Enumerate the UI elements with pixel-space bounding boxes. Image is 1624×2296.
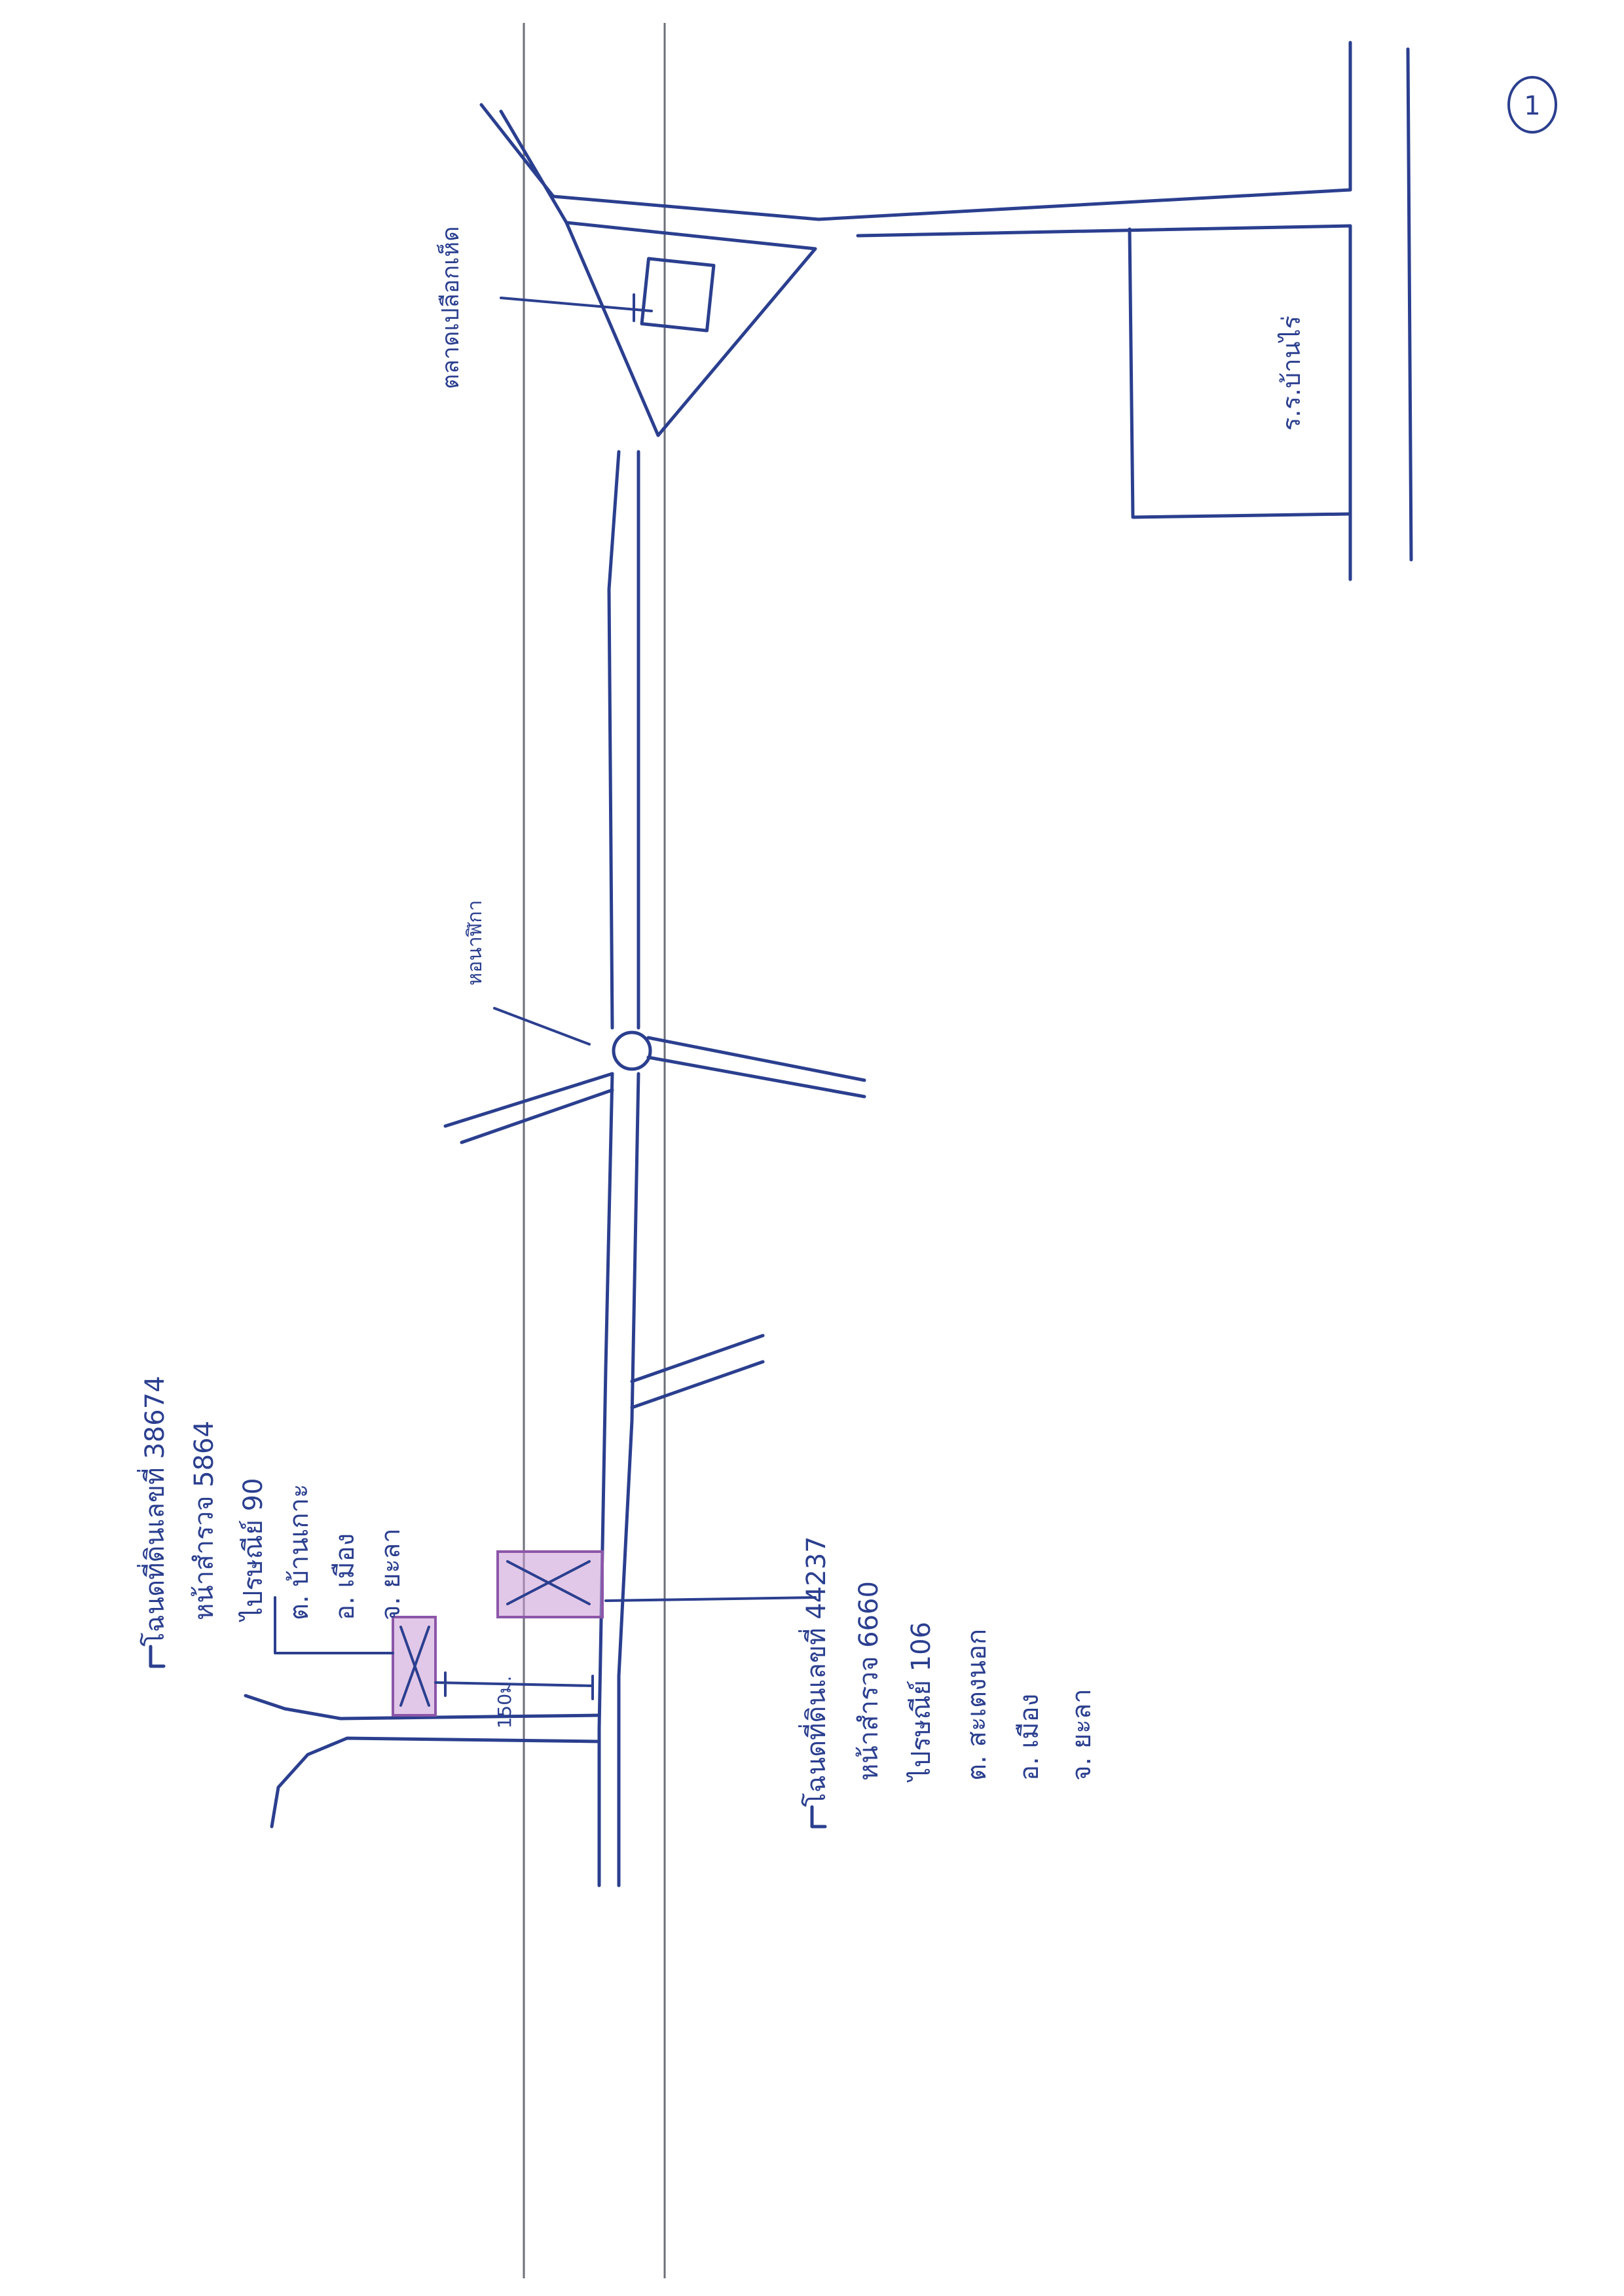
market-leader-line xyxy=(500,293,653,322)
parcel-a-bracket xyxy=(149,1645,166,1668)
parcel-a-line-5: จ. ยะลา xyxy=(376,1528,406,1620)
branch-road xyxy=(630,1334,765,1410)
parcel-a-line-1: หน้าสำรวจ 5864 xyxy=(189,1421,219,1620)
parcel-b-leader-line xyxy=(604,1596,817,1602)
parcel-a-line-3: ต. บ้านเกาะ xyxy=(284,1484,314,1620)
clock-tower-leader-line xyxy=(493,1007,591,1046)
page-mark-number: 1 xyxy=(1524,91,1540,121)
parcel-b-line-1: หน้าสำรวจ 6660 xyxy=(854,1581,884,1781)
lower-left-road xyxy=(244,1694,601,1829)
clock-tower-circle-icon xyxy=(612,1030,652,1071)
distance-label: 150ม. xyxy=(494,1676,515,1729)
parcel-a-distance-line xyxy=(434,1671,594,1700)
east-road xyxy=(551,188,1352,238)
parcel-b-bracket xyxy=(810,1805,827,1829)
parcel-b-marker xyxy=(496,1550,604,1618)
page-mark-circle xyxy=(1507,76,1557,134)
parcel-b-line-4: อ. เมือง xyxy=(1014,1694,1044,1781)
parcel-b-line-2: ไปรษณีย์ 106 xyxy=(906,1622,936,1783)
parcel-a-line-2: ไปรษณีย์ 90 xyxy=(238,1478,268,1622)
parcel-b-deed-block: โฉนดที่ดินเลขที่ 44237 หน้าสำรวจ 6660 ไป… xyxy=(798,1536,1097,1829)
school-label: ร.ร.บ้านไร่ xyxy=(1277,316,1306,431)
northwest-road xyxy=(479,103,568,225)
main-road xyxy=(597,450,640,1887)
triangle-junction xyxy=(564,221,817,437)
parcel-cross-icon xyxy=(399,1626,430,1707)
market-building xyxy=(640,257,716,333)
top-right-road xyxy=(1348,41,1413,581)
school-boundary xyxy=(1128,227,1352,519)
parcel-a-title: โฉนดที่ดินเลขที่ 38674 xyxy=(137,1376,170,1647)
parcel-a-deed-block: โฉนดที่ดินเลขที่ 38674 หน้าสำรวจ 5864 ไป… xyxy=(137,1376,406,1668)
parcel-a-highlight xyxy=(392,1616,437,1717)
parcel-a-leader-line xyxy=(274,1596,394,1654)
parcel-b-title: โฉนดที่ดินเลขที่ 44237 xyxy=(798,1536,832,1807)
parcel-a-line-4: อ. เมือง xyxy=(330,1533,360,1620)
roundabout-roads xyxy=(443,1036,866,1144)
market-label: ตลาดเปลือกเห็ด xyxy=(435,226,464,389)
clock-tower-label: หอนาฬิกา xyxy=(464,900,487,986)
page-mark: 1 xyxy=(1507,76,1557,134)
parcel-b-line-3: ต. สะเตงนอก xyxy=(962,1629,992,1781)
parcel-b-line-5: จ. ยะลา xyxy=(1067,1688,1097,1781)
parcel-cross-icon xyxy=(506,1560,591,1605)
parcel-a-marker xyxy=(392,1616,437,1717)
